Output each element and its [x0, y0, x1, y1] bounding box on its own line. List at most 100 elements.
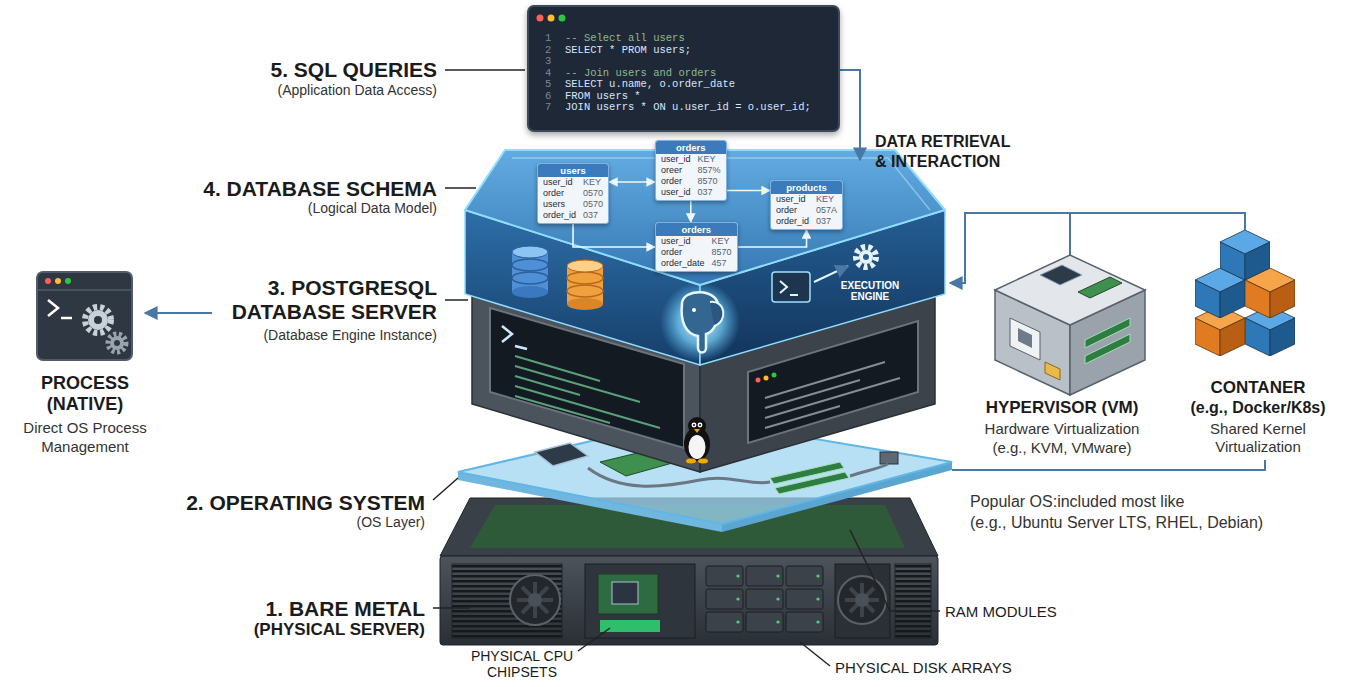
gear-icon: [863, 254, 869, 260]
bare-metal-server: [705, 565, 825, 634]
window-dots: [535, 12, 579, 24]
part-label: PHYSICAL DISK ARRAYS: [835, 659, 1012, 677]
leader-lines: [445, 69, 525, 71]
column-value: KEY: [816, 194, 842, 205]
deployment-title: PROCESS (NATIVE): [10, 373, 160, 415]
engine-label: EXECUTION ENGINE: [834, 280, 906, 302]
line-number: 2: [545, 45, 551, 57]
os-layer-slab: [850, 464, 888, 476]
column-value: 057A: [816, 205, 842, 216]
cooling-fan: [510, 575, 560, 625]
flow-arrows: [1069, 213, 1071, 255]
bare-metal-server: [835, 564, 890, 638]
database-cylinder: [567, 285, 603, 297]
hypervisor-icon: [1010, 318, 1040, 360]
process-icon: [114, 340, 120, 346]
schema-table: ordersuser_idKEYoreer857%order8570user_i…: [655, 140, 727, 201]
deployment-note: (e.g., KVM, VMware): [992, 439, 1131, 457]
container-stack: [1220, 230, 1270, 280]
hypervisor-icon: [1018, 328, 1032, 348]
flow-arrows: [952, 460, 1265, 470]
leader-lines: [445, 299, 468, 301]
linux-penguin: [686, 459, 696, 464]
cooling-fan: [855, 593, 869, 607]
server-chassis: [515, 356, 660, 428]
os-layer-slab: [458, 418, 952, 532]
column-value: 457: [712, 258, 737, 269]
column-name: user_id: [771, 194, 809, 205]
part-label: PHYSICAL CPU CHIPSETS: [447, 648, 597, 680]
column-name: user_id: [656, 154, 691, 165]
cooling-fan: [528, 593, 542, 607]
linux-penguin: [699, 424, 701, 426]
process-icon: [37, 272, 132, 360]
process-icon: [65, 278, 71, 284]
deployment-title: (e.g., Docker/K8s): [1190, 398, 1325, 417]
line-number: 6: [545, 91, 551, 103]
postgresql-elephant: [710, 302, 723, 326]
linux-penguin: [698, 459, 708, 464]
deployment-title: HYPERVISOR (VM): [986, 398, 1139, 418]
column-value: 037: [698, 187, 726, 198]
bare-metal-server: [440, 556, 938, 645]
code-window: -- Select all usersSELECT * PROM users;-…: [527, 5, 840, 132]
schema-table: ordersuser_idKEYorder8570order_date457: [655, 222, 738, 272]
postgresql-elephant: [692, 308, 696, 312]
column-name: order_id: [771, 216, 809, 227]
process-icon: [55, 278, 61, 284]
server-chassis: [764, 376, 769, 381]
column-name: order_id: [538, 210, 576, 221]
database-cylinder: [567, 260, 603, 310]
hypervisor-icon: [995, 255, 1145, 395]
layer-title: 4. DATABASE SCHEMA: [203, 176, 437, 201]
column-value: 8570: [712, 247, 737, 258]
window-dot: [559, 15, 566, 22]
table-relation: [573, 224, 655, 247]
column-value: 0570: [583, 188, 608, 199]
process-icon: [108, 334, 126, 352]
database-cylinder: [512, 259, 548, 271]
layer-title: 1. BARE METAL: [266, 596, 425, 621]
code-line: SELECT * PROM users;: [565, 45, 691, 57]
code-line: FROM users *: [565, 91, 641, 103]
column-name: order: [771, 205, 809, 216]
column-value: KEY: [583, 177, 608, 188]
postgresql-elephant: [660, 282, 740, 362]
deployment-note: Hardware Virtualization: [985, 420, 1140, 438]
os-layer-slab: [775, 472, 849, 494]
layer-title: 5. SQL QUERIES: [271, 57, 438, 82]
server-chassis: [772, 373, 777, 378]
os-layer-slab: [535, 443, 588, 466]
column-name: order_date: [656, 258, 705, 269]
column-value: 0570: [583, 199, 608, 210]
bare-metal-server: [585, 564, 695, 638]
schema-table: usersuser_idKEYorder0570users0570order_i…: [537, 163, 609, 224]
column-value: KEY: [698, 154, 726, 165]
bare-metal-server: [895, 564, 931, 638]
leader-lines: [433, 607, 470, 609]
terminal-icon: [772, 272, 810, 302]
column-value: KEY: [712, 236, 737, 247]
code-line: SELECT u.name, o.order_date: [565, 79, 735, 91]
database-cylinder: [512, 246, 548, 298]
layer-subtitle: (PHYSICAL SERVER): [254, 620, 425, 640]
cooling-fan: [510, 575, 560, 625]
column-value: 037: [583, 210, 608, 221]
table-relation: [609, 181, 655, 183]
server-chassis: [515, 346, 527, 349]
table-name: orders: [656, 223, 737, 236]
deployment-note: Shared Kernel Virtualization: [1188, 420, 1328, 456]
line-number: 7: [545, 102, 551, 114]
flow-label: DATA RETRIEVAL & INTERACTION: [875, 132, 1022, 172]
bare-metal-server: [452, 564, 562, 638]
leader-lines: [800, 642, 830, 666]
deployment-title: CONTANER: [1210, 378, 1305, 398]
linux-penguin: [693, 424, 695, 426]
server-chassis: [756, 378, 761, 383]
database-cylinder: [567, 260, 603, 272]
column-name: order: [656, 176, 691, 187]
code-line: JOIN userrs * ON u.user_id = o.user_id;: [565, 102, 811, 114]
process-icon: [61, 317, 72, 320]
layer-subtitle: (OS Layer): [357, 514, 425, 531]
